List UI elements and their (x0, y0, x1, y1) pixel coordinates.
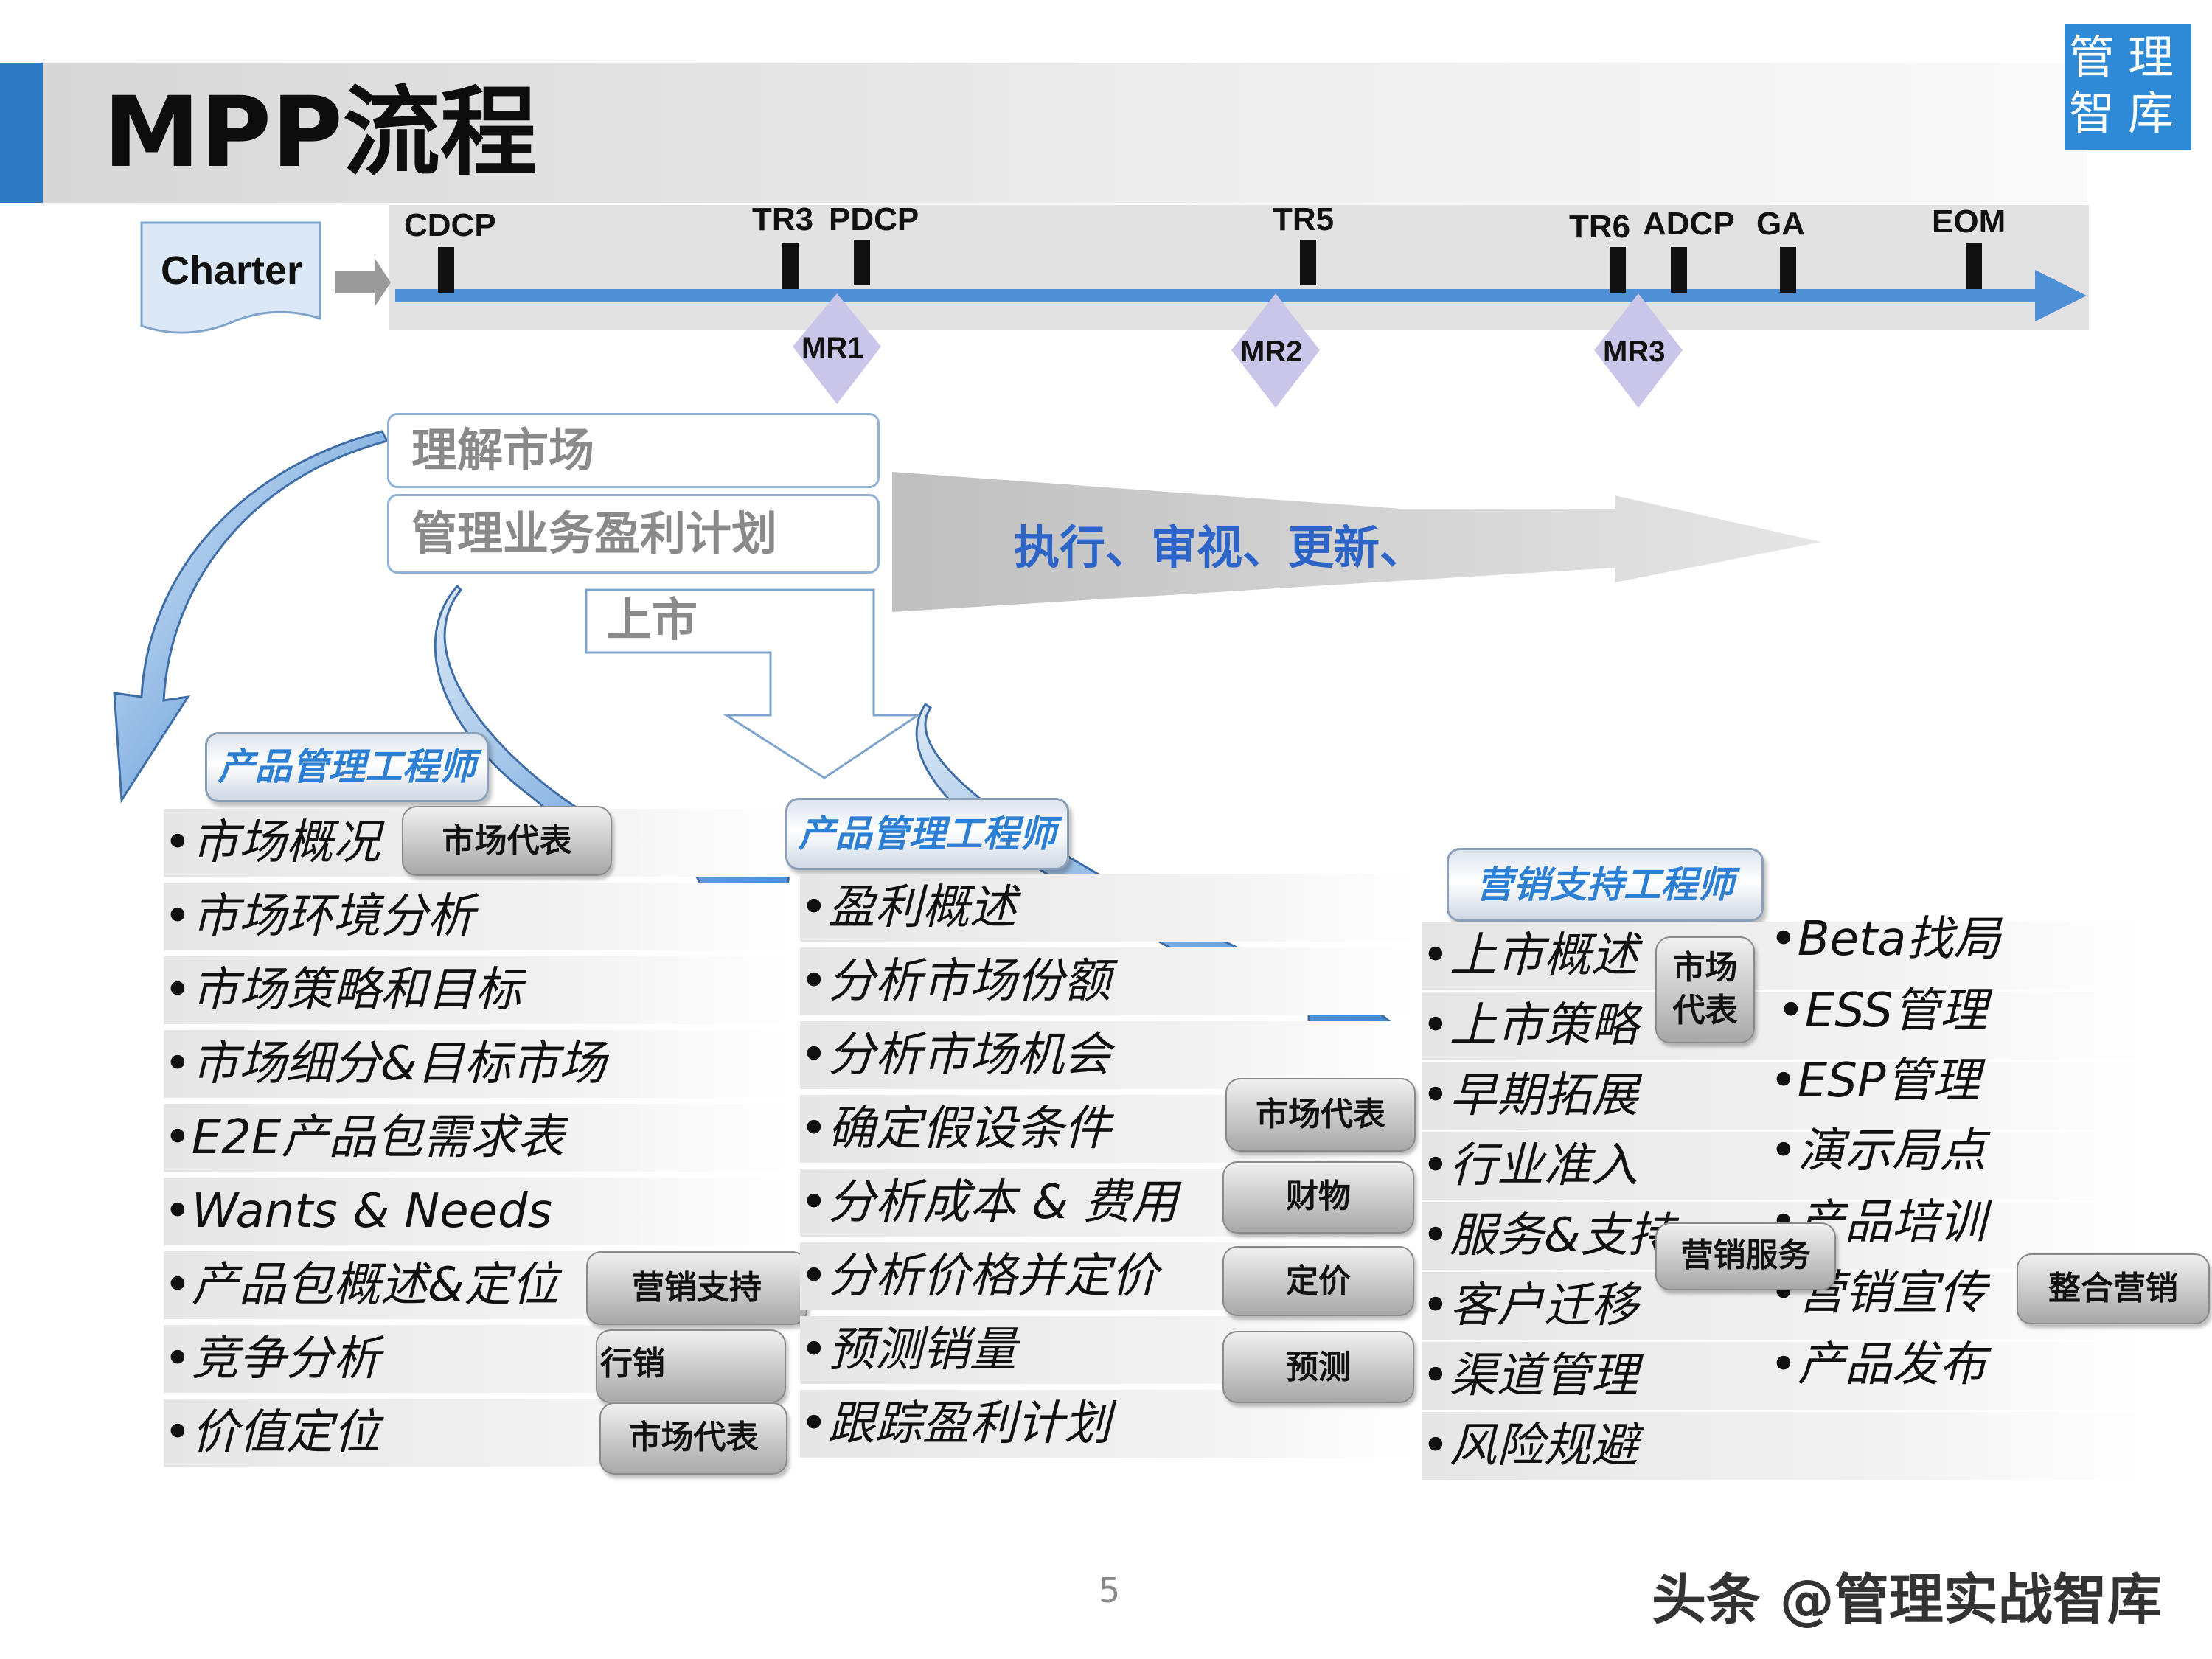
watermark: 头条 @管理实战智库 (1652, 1568, 2162, 1632)
launch-label: 上市 (606, 593, 698, 647)
owner-tag: 营销服务 (1655, 1222, 1836, 1290)
list-item: •分析市场机会 (800, 1021, 1419, 1089)
role-badge-col1: 产品管理工程师 (205, 732, 489, 802)
milestone-tick (1966, 243, 1982, 289)
list-item: •上市策略 (1422, 992, 2144, 1060)
timeline-band (389, 205, 2089, 330)
owner-tag: 预测 (1222, 1331, 1414, 1403)
milestone-label: TR3 (752, 201, 813, 237)
owner-tag: 市场代表 (1655, 936, 1755, 1043)
milestone-tick (1610, 247, 1626, 293)
timeline-line (395, 289, 2039, 302)
page-number: 5 (1099, 1571, 1121, 1610)
list-item: •E2E产品包需求表 (164, 1104, 790, 1172)
charter-box (140, 221, 321, 334)
curve-arrow-to-col1 (113, 430, 389, 804)
milestone-tick (438, 247, 454, 293)
milestone-tick (1671, 247, 1687, 293)
list-item: •上市概述 (1422, 922, 2144, 990)
list-item: •市场细分&目标市场 (164, 1030, 790, 1098)
owner-tag: 行销 (596, 1329, 786, 1403)
list-item: •Beta找局 (1770, 912, 2001, 967)
market-review-diamond (1594, 293, 1683, 408)
page-title: MPP流程 (103, 76, 538, 189)
market-review-diamond (1231, 293, 1320, 408)
list-item: •行业准入 (1422, 1132, 2144, 1200)
list-item: •渠道管理 (1422, 1342, 2144, 1410)
market-review-label: MR1 (801, 332, 863, 364)
logo-line2: 智库 (2068, 86, 2187, 140)
role-badge-col3: 营销支持工程师 (1447, 848, 1764, 922)
owner-tag: 营销支持 (586, 1251, 807, 1325)
milestone-label: ADCP (1643, 206, 1735, 242)
manage-profit-box: 管理业务盈利计划 (387, 494, 880, 574)
list-item: •ESP管理 (1770, 1054, 1980, 1108)
owner-tag: 定价 (1222, 1246, 1414, 1316)
milestone-label: TR5 (1273, 201, 1334, 237)
list-item: •ESS管理 (1777, 984, 1988, 1038)
logo-line1: 管理 (2068, 30, 2187, 84)
list-item: •分析市场份额 (800, 947, 1419, 1015)
owner-tag: 整合营销 (2017, 1253, 2210, 1324)
list-item: •市场策略和目标 (164, 956, 790, 1024)
logo: 管理 智库 (2065, 24, 2191, 150)
milestone-label: CDCP (404, 207, 496, 243)
milestone-label: TR6 (1569, 209, 1630, 245)
milestone-tick (1780, 247, 1796, 293)
charter-arrow (335, 258, 391, 307)
market-review-label: MR2 (1240, 335, 1302, 368)
title-accent (0, 63, 43, 203)
role-badge-col2: 产品管理工程师 (785, 798, 1069, 870)
market-review-diamond (793, 293, 881, 404)
timeline-arrowhead (2035, 270, 2087, 321)
owner-tag: 市场代表 (599, 1402, 787, 1475)
milestone-label: GA (1756, 206, 1805, 242)
list-item: •早期拓展 (1422, 1062, 2144, 1130)
owner-tag: 市场代表 (402, 806, 612, 876)
milestone-label: EOM (1932, 204, 2006, 240)
launch-arrow (585, 588, 922, 779)
milestone-label: PDCP (829, 201, 919, 237)
charter-label: Charter (161, 248, 302, 293)
manage-profit-label: 管理业务盈利计划 (411, 507, 778, 560)
understand-market-label: 理解市场 (411, 423, 595, 477)
understand-market-box: 理解市场 (387, 413, 880, 488)
milestone-tick (782, 243, 799, 289)
list-item: •产品发布 (1770, 1338, 1986, 1392)
list-item: •风险规避 (1422, 1412, 2144, 1480)
milestone-tick (1300, 240, 1316, 285)
milestone-tick (854, 240, 870, 285)
title-bar (0, 63, 2087, 203)
owner-tag: 财物 (1222, 1161, 1414, 1234)
list-item: •演示局点 (1770, 1124, 1986, 1178)
market-review-label: MR3 (1603, 335, 1665, 368)
list-item: •Wants & Needs (164, 1178, 790, 1245)
list-item: •盈利概述 (800, 874, 1419, 942)
owner-tag: 市场代表 (1225, 1078, 1416, 1152)
execution-arrow (892, 472, 1821, 612)
list-item: •市场环境分析 (164, 883, 790, 950)
execute-label: 执行、审视、更新、 (1014, 521, 1426, 574)
